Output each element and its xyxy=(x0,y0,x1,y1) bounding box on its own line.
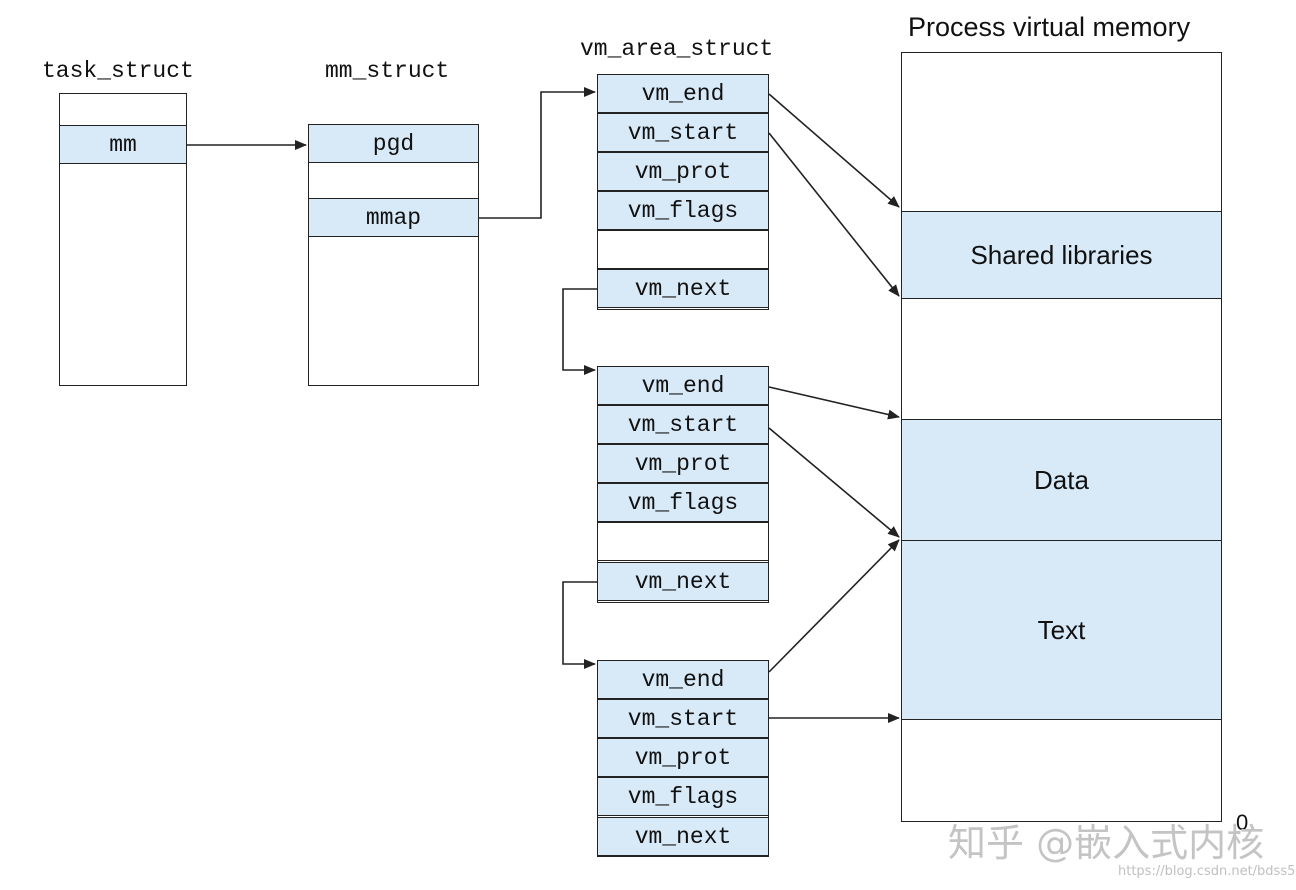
vm-end-field: vm_end xyxy=(597,366,769,405)
vm-end-field: vm_end xyxy=(597,74,769,113)
vm-area-struct-1: vm_end vm_start vm_prot vm_flags vm_next xyxy=(597,74,769,310)
vm-flags-field: vm_flags xyxy=(597,777,769,816)
watermark-url: https://blog.csdn.net/bdss58 xyxy=(1118,864,1296,879)
task-struct-title: task_struct xyxy=(42,58,194,84)
vm-blank-field xyxy=(597,522,769,561)
vm-start-field: vm_start xyxy=(597,113,769,152)
vm-area-struct-3: vm_end vm_start vm_prot vm_flags vm_next xyxy=(597,660,769,857)
watermark-text: 知乎 @嵌入式内核 xyxy=(948,821,1265,865)
vm-end-3-arrow xyxy=(768,539,900,673)
vm-next-field: vm_next xyxy=(597,562,769,601)
process-virtual-memory-box: Shared libraries Data Text xyxy=(901,52,1222,822)
vm-next-1-arrow xyxy=(562,288,597,375)
vm-end-2-arrow xyxy=(768,386,900,420)
vm-start-1-arrow xyxy=(768,132,900,297)
vm-next-field: vm_next xyxy=(597,269,769,308)
vm-prot-field: vm_prot xyxy=(597,152,769,191)
process-virtual-memory-title: Process virtual memory xyxy=(908,12,1191,42)
vm-area-struct-2: vm_end vm_start vm_prot vm_flags vm_next xyxy=(597,366,769,603)
vm-next-field: vm_next xyxy=(597,817,769,856)
vm-area-struct-title: vm_area_struct xyxy=(580,36,774,62)
vm-flags-field: vm_flags xyxy=(597,191,769,230)
vm-prot-field: vm_prot xyxy=(597,444,769,483)
address-zero-label: 0 xyxy=(1236,810,1249,835)
vm-end-field: vm_end xyxy=(597,660,769,699)
vm-start-field: vm_start xyxy=(597,405,769,444)
mmap-to-vm-area-arrow xyxy=(479,87,596,219)
task-struct-mm-field: mm xyxy=(59,125,187,164)
mm-struct-title: mm_struct xyxy=(325,58,450,84)
vm-blank-field xyxy=(597,230,769,269)
mm-struct-pgd-field: pgd xyxy=(308,124,479,163)
shared-libraries-region: Shared libraries xyxy=(901,211,1222,299)
text-region: Text xyxy=(901,540,1222,720)
task-struct-box: mm xyxy=(59,93,187,386)
vm-start-field: vm_start xyxy=(597,699,769,738)
mm-struct-mmap-field: mmap xyxy=(308,198,479,237)
vm-start-2-arrow xyxy=(768,427,900,538)
vm-flags-field: vm_flags xyxy=(597,483,769,522)
mm-struct-box: pgd mmap xyxy=(308,124,479,386)
vm-end-1-arrow xyxy=(768,93,900,208)
vm-next-2-arrow xyxy=(562,581,597,669)
vm-prot-field: vm_prot xyxy=(597,738,769,777)
